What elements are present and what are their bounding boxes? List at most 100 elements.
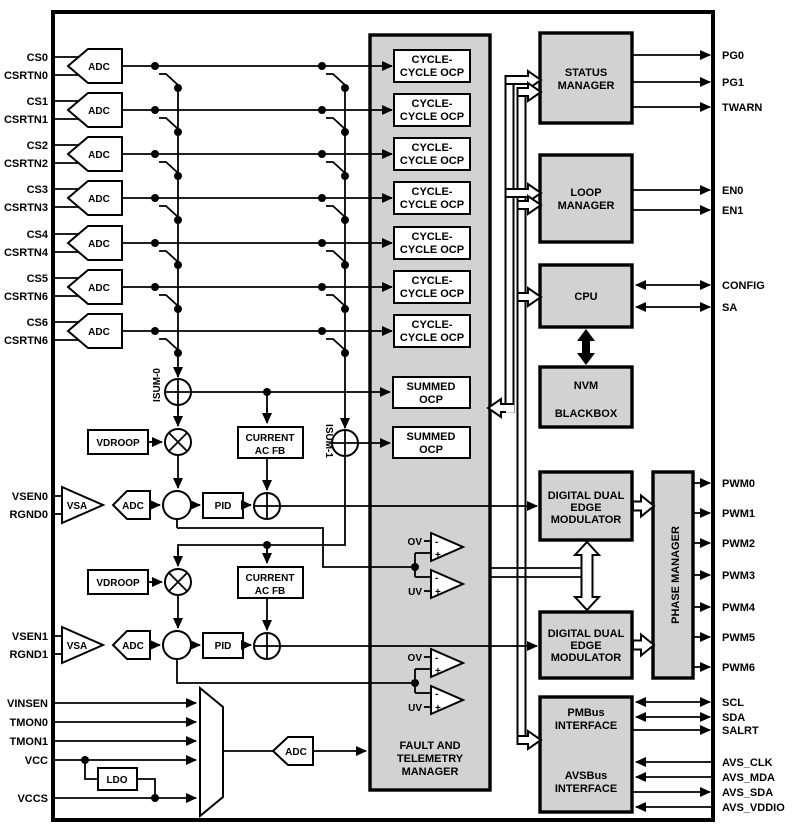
pin-label-left: TMON1 bbox=[10, 736, 49, 748]
svg-text:OCP: OCP bbox=[419, 394, 443, 406]
ov-comparator bbox=[430, 531, 466, 563]
right-pin-wires bbox=[632, 50, 713, 812]
pin-label-left: CS4 bbox=[27, 229, 49, 241]
svg-text:-: - bbox=[435, 573, 438, 584]
right-pin-labels: PG0 PG1 TWARN EN0 EN1 CONFIG SA PWM0 PWM… bbox=[722, 50, 785, 814]
loop-feedback-wires bbox=[176, 527, 411, 684]
pin-label-right: AVS_SDA bbox=[722, 787, 773, 799]
pin-label-left: CS6 bbox=[27, 317, 48, 329]
pin-label-right: PWM0 bbox=[722, 478, 755, 490]
pin-label-right: CONFIG bbox=[722, 280, 765, 292]
pin-label-right: PWM5 bbox=[722, 632, 755, 644]
left-pin-labels-cs: CS0 CSRTN0 CS1 CSRTN1 CS2 CSRTN2 CS3 CSR… bbox=[4, 52, 49, 347]
svg-text:+: + bbox=[435, 550, 441, 561]
phase-manager-box bbox=[651, 470, 695, 680]
svg-text:AC FB: AC FB bbox=[255, 446, 286, 457]
pin-label-left: VCC bbox=[25, 755, 48, 767]
pin-label-left: CSRTN6 bbox=[4, 291, 48, 303]
pin-label-right: PWM1 bbox=[722, 508, 755, 520]
svg-text:ADC: ADC bbox=[122, 501, 144, 512]
cycle-cycle-ocp-block bbox=[393, 49, 471, 83]
telemetry-mux-section: LDO ADC bbox=[55, 685, 367, 819]
pin-label-left: RGND0 bbox=[9, 509, 48, 521]
pin-label-right: PWM6 bbox=[722, 662, 755, 674]
summed-ocp-block bbox=[392, 426, 471, 459]
svg-text:SUMMED: SUMMED bbox=[407, 381, 456, 393]
adc-label: ADC bbox=[88, 62, 110, 73]
svg-text:-: - bbox=[435, 537, 438, 548]
pin-label-left: CS0 bbox=[27, 52, 48, 64]
vsa-amp bbox=[61, 485, 106, 525]
svg-text:MANAGER: MANAGER bbox=[558, 80, 615, 92]
modulator1-box bbox=[538, 610, 634, 680]
modulator0-label: DIGITAL DUAL EDGE MODULATOR bbox=[548, 490, 625, 526]
summed-ocp-blocks: SUMMED OCP SUMMED OCP bbox=[392, 376, 471, 459]
svg-text:AVSBus: AVSBus bbox=[565, 770, 608, 782]
svg-text:INTERFACE: INTERFACE bbox=[555, 720, 617, 732]
summed-ocp-block bbox=[392, 376, 471, 409]
pin-label-right: PWM4 bbox=[722, 602, 756, 614]
nvm-blackbox-box bbox=[538, 365, 634, 429]
pin-label-right: AVS_MDA bbox=[722, 772, 775, 784]
svg-text:MODULATOR: MODULATOR bbox=[551, 652, 622, 664]
hollow-arrow-bus bbox=[486, 69, 543, 751]
pin-label-right: EN0 bbox=[722, 185, 743, 197]
ov-uv-comparators: OV UV - + - + bbox=[408, 531, 466, 600]
phase-manager-label: PHASE MANAGER bbox=[670, 526, 682, 624]
pin-label-right: PG1 bbox=[722, 77, 744, 89]
svg-text:VSA: VSA bbox=[67, 501, 88, 512]
uv-comparator bbox=[430, 568, 466, 600]
status-manager: STATUS MANAGER bbox=[558, 67, 615, 92]
svg-text:DIGITAL DUAL: DIGITAL DUAL bbox=[548, 490, 625, 502]
current-sense-channel-row: ADC CYCLE- CYCLE OCP bbox=[55, 48, 471, 92]
pin-label-right: TWARN bbox=[722, 102, 762, 114]
pin-label-left: TMON0 bbox=[10, 717, 49, 729]
pin-label-right: AVS_VDDIO bbox=[722, 802, 785, 814]
pmbus-avsbus-box bbox=[538, 695, 634, 814]
telemetry-mux bbox=[199, 685, 224, 819]
modulator0-to-phase-arrow bbox=[632, 493, 656, 519]
comparator-output-wires bbox=[490, 567, 583, 578]
svg-text:+: + bbox=[435, 587, 441, 598]
pin-label-right: AVS_CLK bbox=[722, 757, 773, 769]
modulator1-to-phase-arrow bbox=[632, 632, 656, 658]
voltage-control-loop: VDROOP CURRENT AC FB VSA ADC PID bbox=[55, 408, 538, 528]
pin-label-left: VSEN1 bbox=[12, 631, 48, 643]
pin-label-left: CSRTN1 bbox=[4, 114, 48, 126]
svg-text:TELEMETRY: TELEMETRY bbox=[397, 753, 464, 765]
svg-text:INTERFACE: INTERFACE bbox=[555, 783, 617, 795]
pin-label-right: SA bbox=[722, 302, 737, 314]
pin-label-right: EN1 bbox=[722, 205, 743, 217]
pin-label-right: PWM2 bbox=[722, 538, 755, 550]
isum-buses bbox=[173, 88, 350, 429]
uv-label: UV bbox=[408, 587, 422, 598]
svg-text:CURRENT: CURRENT bbox=[246, 433, 295, 444]
pin-label-right: SALRT bbox=[722, 725, 759, 737]
modulator-bidirectional-arrow bbox=[572, 540, 602, 612]
svg-text:STATUS: STATUS bbox=[565, 67, 607, 79]
phase-switch-isum0 bbox=[159, 73, 179, 86]
pin-label-left: CSRTN0 bbox=[4, 70, 48, 82]
svg-text:VDROOP: VDROOP bbox=[96, 438, 140, 449]
pin-label-left: RGND1 bbox=[9, 649, 48, 661]
cpu-nvm-bidirectional-arrow bbox=[577, 329, 595, 365]
nvm-blackbox: NVM BLACKBOX bbox=[555, 380, 618, 420]
modulator1-label: DIGITAL DUAL EDGE MODULATOR bbox=[548, 628, 625, 664]
pin-label-left: CSRTN6 bbox=[4, 335, 48, 347]
adc-block bbox=[66, 48, 123, 84]
pmbus-interface-label: PMBus INTERFACE bbox=[555, 707, 617, 732]
pin-label-right: SCL bbox=[722, 697, 744, 709]
pin-label-right: SDA bbox=[722, 712, 745, 724]
svg-text:PMBus: PMBus bbox=[567, 707, 604, 719]
svg-text:LOOP: LOOP bbox=[570, 187, 601, 199]
fault-telemetry-manager-label: FAULT AND TELEMETRY MANAGER bbox=[397, 740, 464, 778]
svg-text:ADC: ADC bbox=[285, 747, 307, 758]
svg-text:EDGE: EDGE bbox=[570, 640, 601, 652]
pin-label-right: PG0 bbox=[722, 50, 744, 62]
svg-text:MANAGER: MANAGER bbox=[402, 766, 459, 778]
svg-text:MODULATOR: MODULATOR bbox=[551, 514, 622, 526]
loop-manager-box bbox=[538, 153, 634, 244]
svg-text:SUMMED: SUMMED bbox=[407, 431, 456, 443]
